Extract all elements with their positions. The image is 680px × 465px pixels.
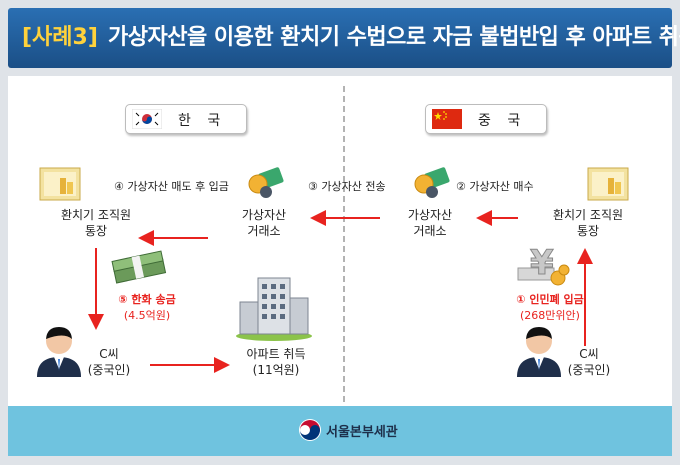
person-icon bbox=[517, 327, 561, 377]
header-banner: [사례3] 가상자산을 이용한 환치기 수법으로 자금 불법반입 후 아파트 취… bbox=[8, 8, 680, 68]
kr-person-label: C씨(중국인) bbox=[87, 347, 131, 377]
crypto-exchange-icon bbox=[248, 167, 284, 198]
bankbook-icon bbox=[587, 167, 629, 201]
page-title: 가상자산을 이용한 환치기 수법으로 자금 불법반입 후 아파트 취득 bbox=[108, 25, 680, 50]
diagram-lines bbox=[88, 86, 593, 406]
cn-person-label: C씨(중국인) bbox=[567, 347, 611, 377]
government-emblem-icon bbox=[299, 419, 321, 441]
case-tag: [사례3] bbox=[22, 25, 98, 50]
country-china: 중 국 bbox=[425, 104, 547, 134]
org-name: 서울본부세관 bbox=[326, 425, 398, 440]
step2-label: ② 가상자산 매수 bbox=[456, 180, 534, 193]
country-label-china: 중 국 bbox=[478, 113, 527, 129]
person-icon bbox=[37, 327, 81, 377]
cash-bundle-icon bbox=[111, 250, 167, 284]
step4-label: ④ 가상자산 매도 후 입금 bbox=[114, 180, 229, 193]
step5-label: ⑤ 한화 송금(4.5억원) bbox=[118, 293, 176, 322]
step1-label: ① 인민폐 입금(268만위안) bbox=[516, 293, 584, 322]
bankbook-icon bbox=[39, 167, 81, 201]
yuan-money-icon: ¥ bbox=[517, 243, 570, 286]
country-korea: 한 국 bbox=[125, 104, 247, 134]
svg-text:¥: ¥ bbox=[530, 243, 554, 283]
korea-flag-icon bbox=[132, 109, 162, 129]
crypto-exchange-icon bbox=[414, 167, 450, 198]
footer-bar: 서울본부세관 bbox=[8, 406, 672, 456]
apartment-building-icon bbox=[236, 277, 312, 341]
step3-label: ③ 가상자산 전송 bbox=[308, 180, 386, 193]
diagram-panel: 한 국 중 국 bbox=[8, 76, 672, 406]
china-flag-icon bbox=[432, 109, 462, 129]
apartment-label: 아파트 취득(11억원) bbox=[246, 347, 306, 377]
country-label-korea: 한 국 bbox=[178, 113, 227, 129]
